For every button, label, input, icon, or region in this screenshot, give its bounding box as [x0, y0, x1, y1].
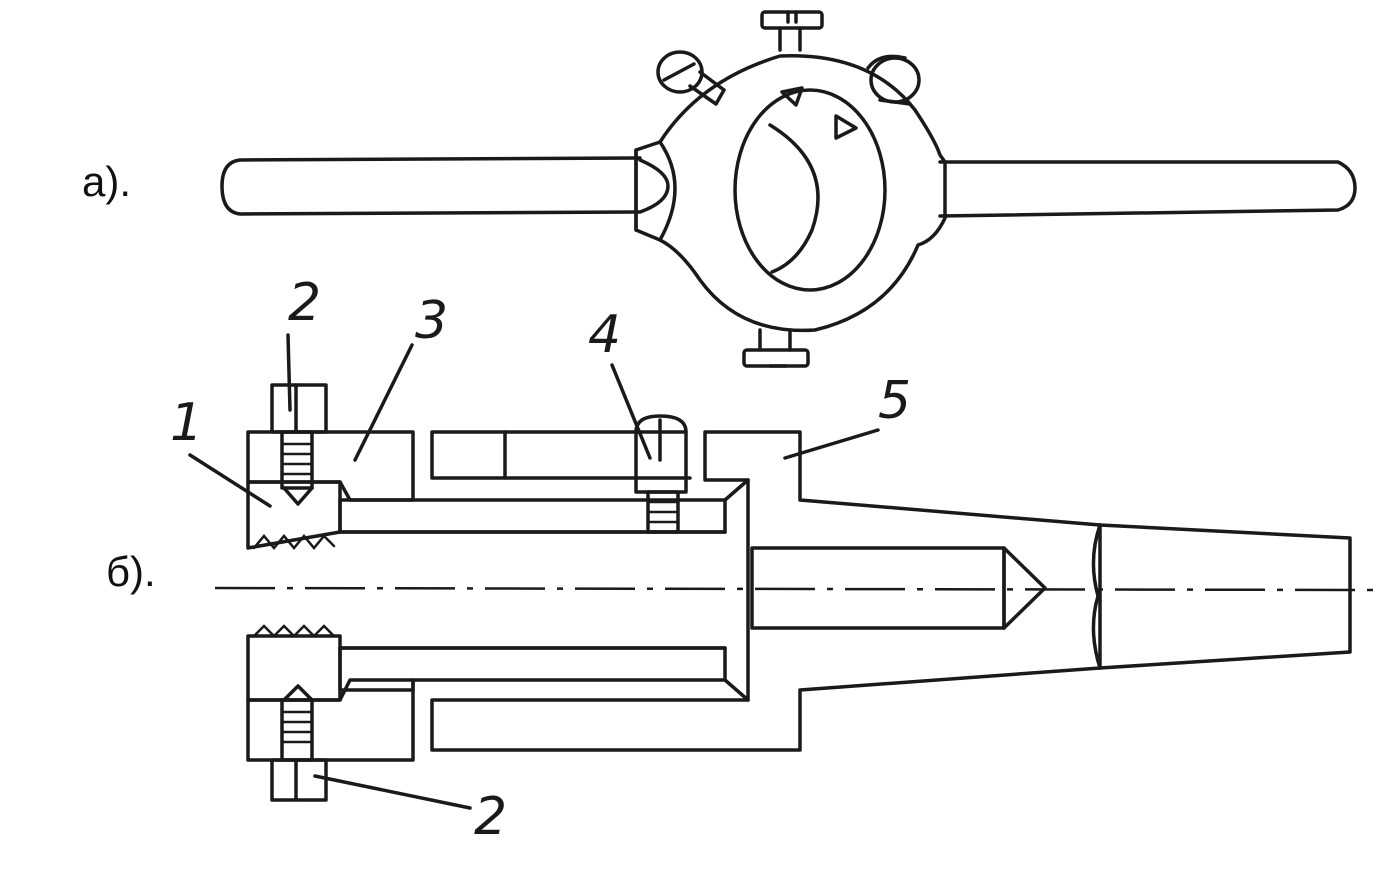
sleeve-lower [338, 646, 727, 692]
right-handle [938, 160, 1357, 218]
part-1-die-lower [246, 634, 342, 702]
screw-2-top [270, 383, 328, 506]
part-3-lower [246, 678, 415, 762]
leader-1 [188, 453, 272, 508]
panel-label-b: б). [106, 548, 156, 595]
screw-left [656, 50, 726, 106]
leader-5 [783, 428, 880, 460]
sectional-view [188, 333, 1386, 810]
screw-bottom [742, 328, 810, 368]
center-axis [214, 586, 1386, 592]
part-3-upper [246, 430, 415, 502]
screw-top [760, 10, 824, 52]
callout-5: 5 [878, 371, 911, 431]
panel-label-a: а). [82, 158, 132, 205]
screw-right [866, 54, 921, 106]
leader-4 [610, 363, 652, 460]
callout-2-bottom: 2 [474, 787, 507, 847]
screw-2-bottom [270, 684, 328, 802]
sleeve-upper [338, 498, 727, 534]
die-holder-wrench [220, 10, 1357, 368]
left-handle [220, 156, 642, 216]
callout-3: 3 [415, 291, 448, 351]
taper-shank [1098, 523, 1352, 670]
callout-4: 4 [588, 305, 621, 365]
screw-4 [634, 414, 688, 534]
part-5-upper-shell [430, 430, 507, 480]
leader-2-top [286, 333, 292, 412]
leader-2-bottom [313, 774, 472, 810]
callout-1: 1 [170, 393, 203, 453]
leader-3 [353, 343, 414, 462]
die-bore [733, 88, 887, 292]
callout-2-top: 2 [288, 273, 321, 333]
holder-body [634, 54, 947, 333]
